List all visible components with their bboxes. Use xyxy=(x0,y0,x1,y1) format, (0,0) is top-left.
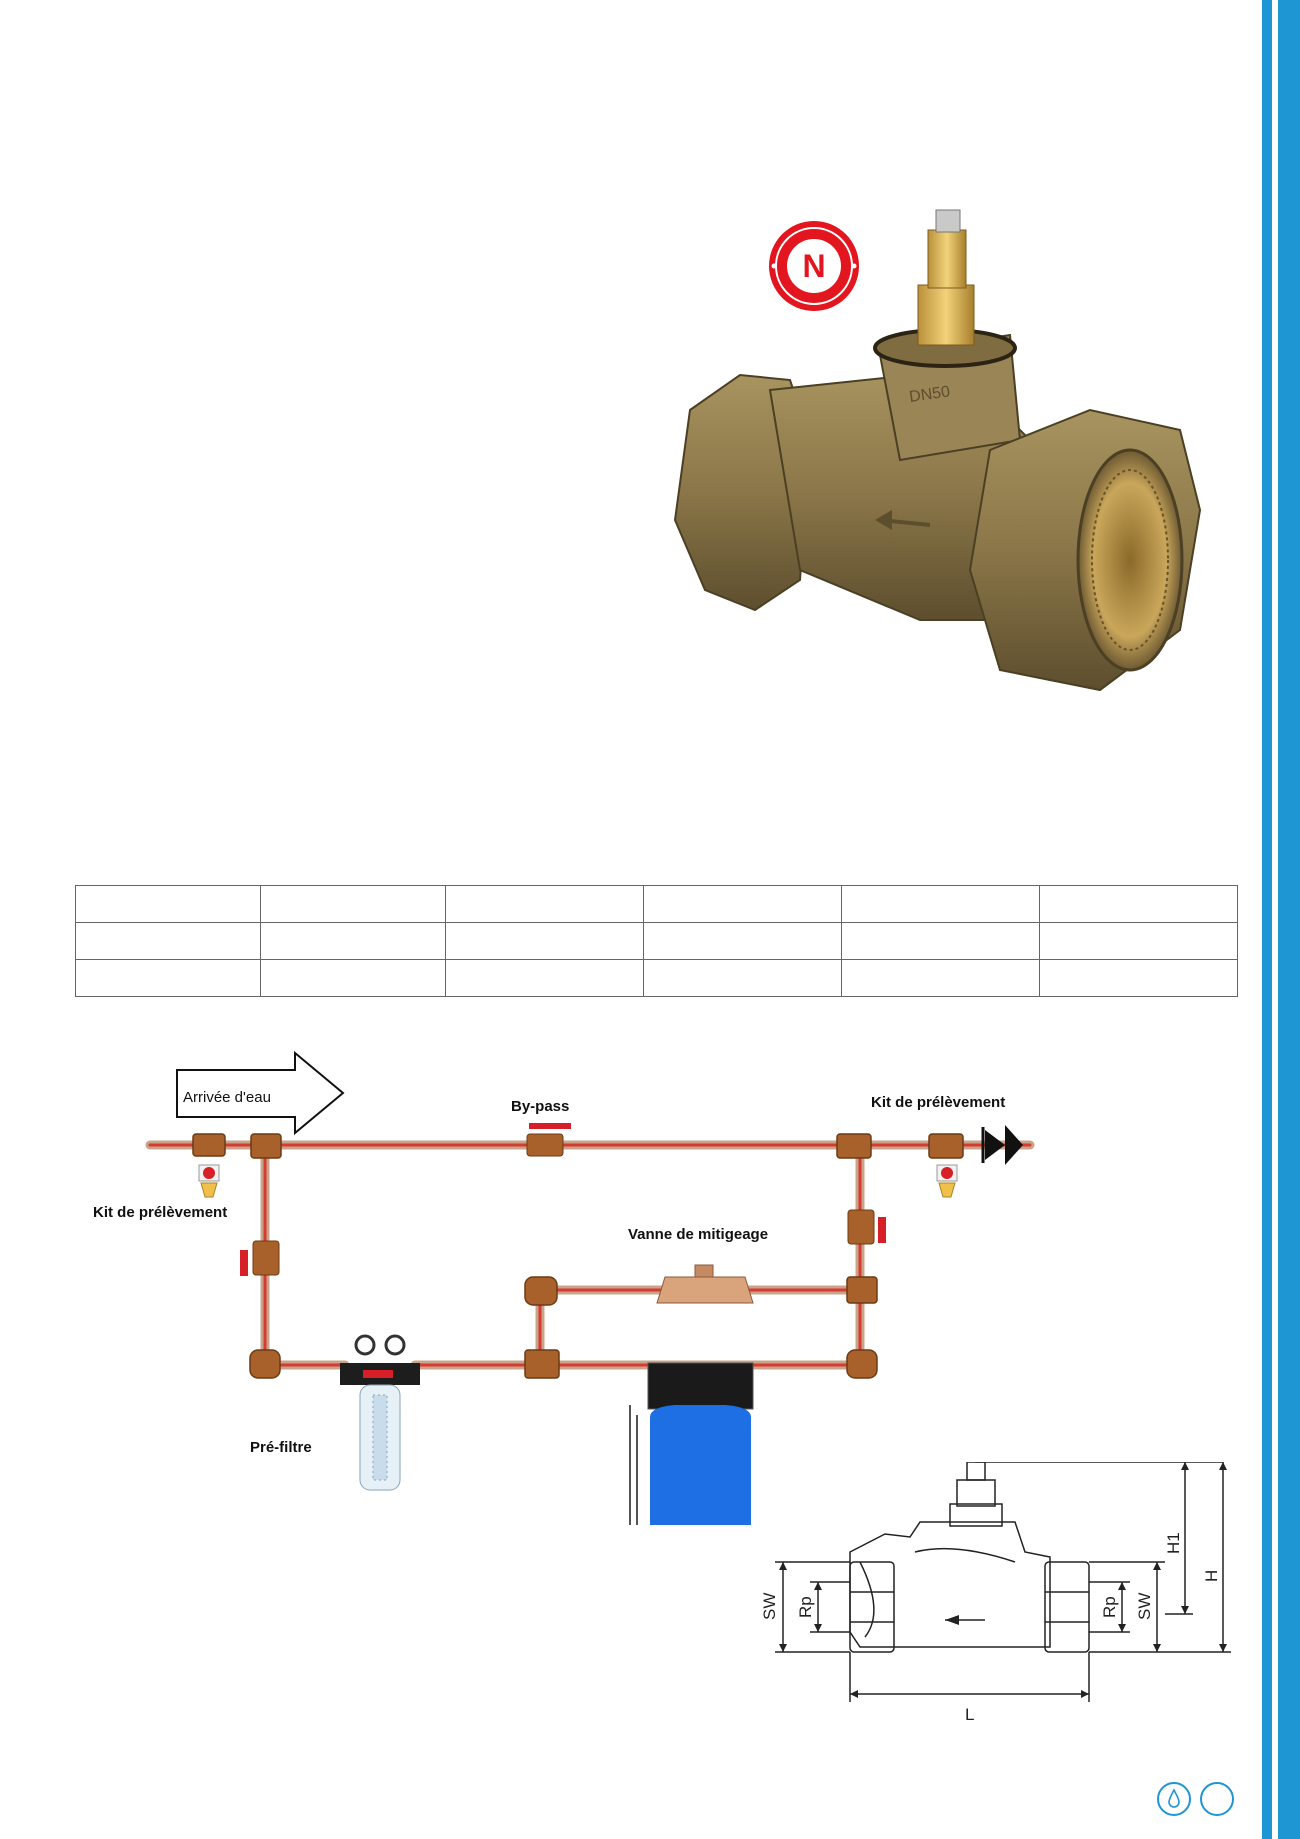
sampling-kit-left-label: Kit de prélèvement xyxy=(93,1204,227,1221)
circle-icon xyxy=(1200,1782,1234,1816)
product-photo-valve: DN50 xyxy=(673,209,1202,692)
dim-rp-left: Rp xyxy=(796,1596,815,1618)
table-cell xyxy=(841,959,1040,997)
table-cell xyxy=(75,959,261,997)
water-inlet-label: Arrivée d'eau xyxy=(183,1089,271,1106)
table-cell xyxy=(841,885,1040,923)
dim-l: L xyxy=(965,1705,974,1724)
table-cell xyxy=(75,922,261,960)
installation-diagram: Arrivée d'eau By-pass Kit de prélèvement… xyxy=(93,1050,1035,1525)
prefilter-label: Pré-filtre xyxy=(250,1439,312,1456)
table-row xyxy=(75,885,1238,923)
dim-rp-right: Rp xyxy=(1100,1596,1119,1618)
mixing-valve-label: Vanne de mitigeage xyxy=(628,1226,768,1243)
table-cell xyxy=(1039,922,1238,960)
dim-h1: H1 xyxy=(1164,1532,1183,1554)
table-cell xyxy=(75,885,261,923)
table-cell xyxy=(643,885,842,923)
sampling-kit-right-label: Kit de prélèvement xyxy=(871,1094,1005,1111)
table-cell xyxy=(643,959,842,997)
spec-table xyxy=(75,885,1238,997)
table-cell xyxy=(841,922,1040,960)
dimension-drawing: SW Rp Rp SW H1 H L xyxy=(760,1462,1231,1724)
cast-marking: DN50 xyxy=(908,383,951,406)
side-accent-stripe xyxy=(1272,0,1278,1839)
side-accent-bar xyxy=(1262,0,1300,1839)
dim-sw-left: SW xyxy=(760,1593,779,1620)
table-row xyxy=(75,922,1238,960)
table-cell xyxy=(445,959,644,997)
table-cell xyxy=(1039,959,1238,997)
table-cell xyxy=(643,922,842,960)
bypass-label: By-pass xyxy=(511,1098,569,1115)
table-cell xyxy=(1039,885,1238,923)
table-cell xyxy=(260,885,446,923)
table-cell xyxy=(445,922,644,960)
table-cell xyxy=(260,922,446,960)
brand-logo: N xyxy=(769,221,859,311)
table-cell xyxy=(260,959,446,997)
water-drop-icon xyxy=(1157,1782,1191,1816)
dim-h: H xyxy=(1202,1570,1221,1582)
dim-sw-right: SW xyxy=(1135,1593,1154,1620)
table-cell xyxy=(445,885,644,923)
brand-logo-letter: N xyxy=(802,248,825,284)
table-row xyxy=(75,959,1238,997)
